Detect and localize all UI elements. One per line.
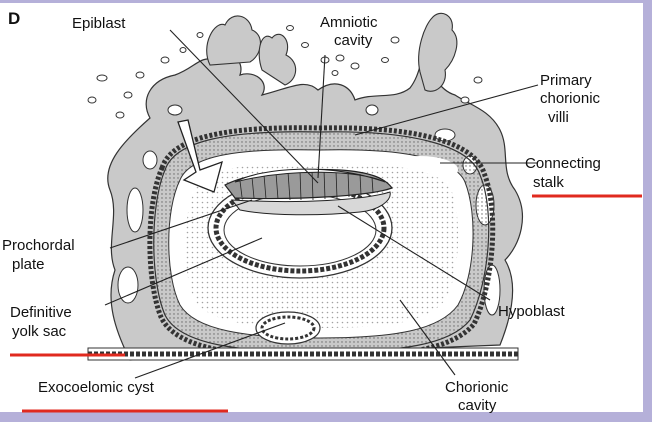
frame-border-right xyxy=(643,0,652,422)
panel-letter: D xyxy=(8,9,20,28)
label-chorionic-line2: cavity xyxy=(458,397,497,414)
bottom-epithelium xyxy=(87,347,519,361)
frame-border-top xyxy=(0,0,652,3)
scattered-cells xyxy=(87,25,483,119)
label-connecting-line2: stalk xyxy=(533,174,564,191)
label-chorionic-line1: Chorionic xyxy=(445,379,509,396)
hypoblast-layer xyxy=(230,191,391,216)
frond-middle xyxy=(258,33,297,86)
label-hypoblast: Hypoblast xyxy=(498,303,566,320)
label-amniotic-line1: Amniotic xyxy=(320,14,378,31)
frond-right xyxy=(418,12,458,92)
label-exocoelomic: Exocoelomic cyst xyxy=(38,379,155,396)
label-epiblast: Epiblast xyxy=(72,15,126,32)
epiblast-cells xyxy=(239,169,374,201)
label-primary-line2: chorionic xyxy=(540,90,601,107)
label-definitive-line1: Definitive xyxy=(10,304,72,321)
leader-lines xyxy=(104,29,539,379)
red-underlines xyxy=(10,194,642,413)
amniotic-cavity xyxy=(234,168,386,183)
label-amniotic-line2: cavity xyxy=(334,32,373,49)
label-primary-line3: villi xyxy=(548,109,569,126)
frame-border-bottom xyxy=(0,412,652,422)
pointer-arrow xyxy=(177,119,223,193)
label-prochordal-line1: Prochordal xyxy=(2,237,75,254)
label-definitive-line2: yolk sac xyxy=(12,323,67,340)
label-connecting-line1: Connecting xyxy=(525,155,601,172)
label-primary-line1: Primary xyxy=(540,72,592,89)
chorion-cell-ring xyxy=(147,125,496,360)
exocoelomic-cyst-cells xyxy=(260,315,316,341)
frond-left xyxy=(206,15,261,66)
label-prochordal-line2: plate xyxy=(12,256,45,273)
